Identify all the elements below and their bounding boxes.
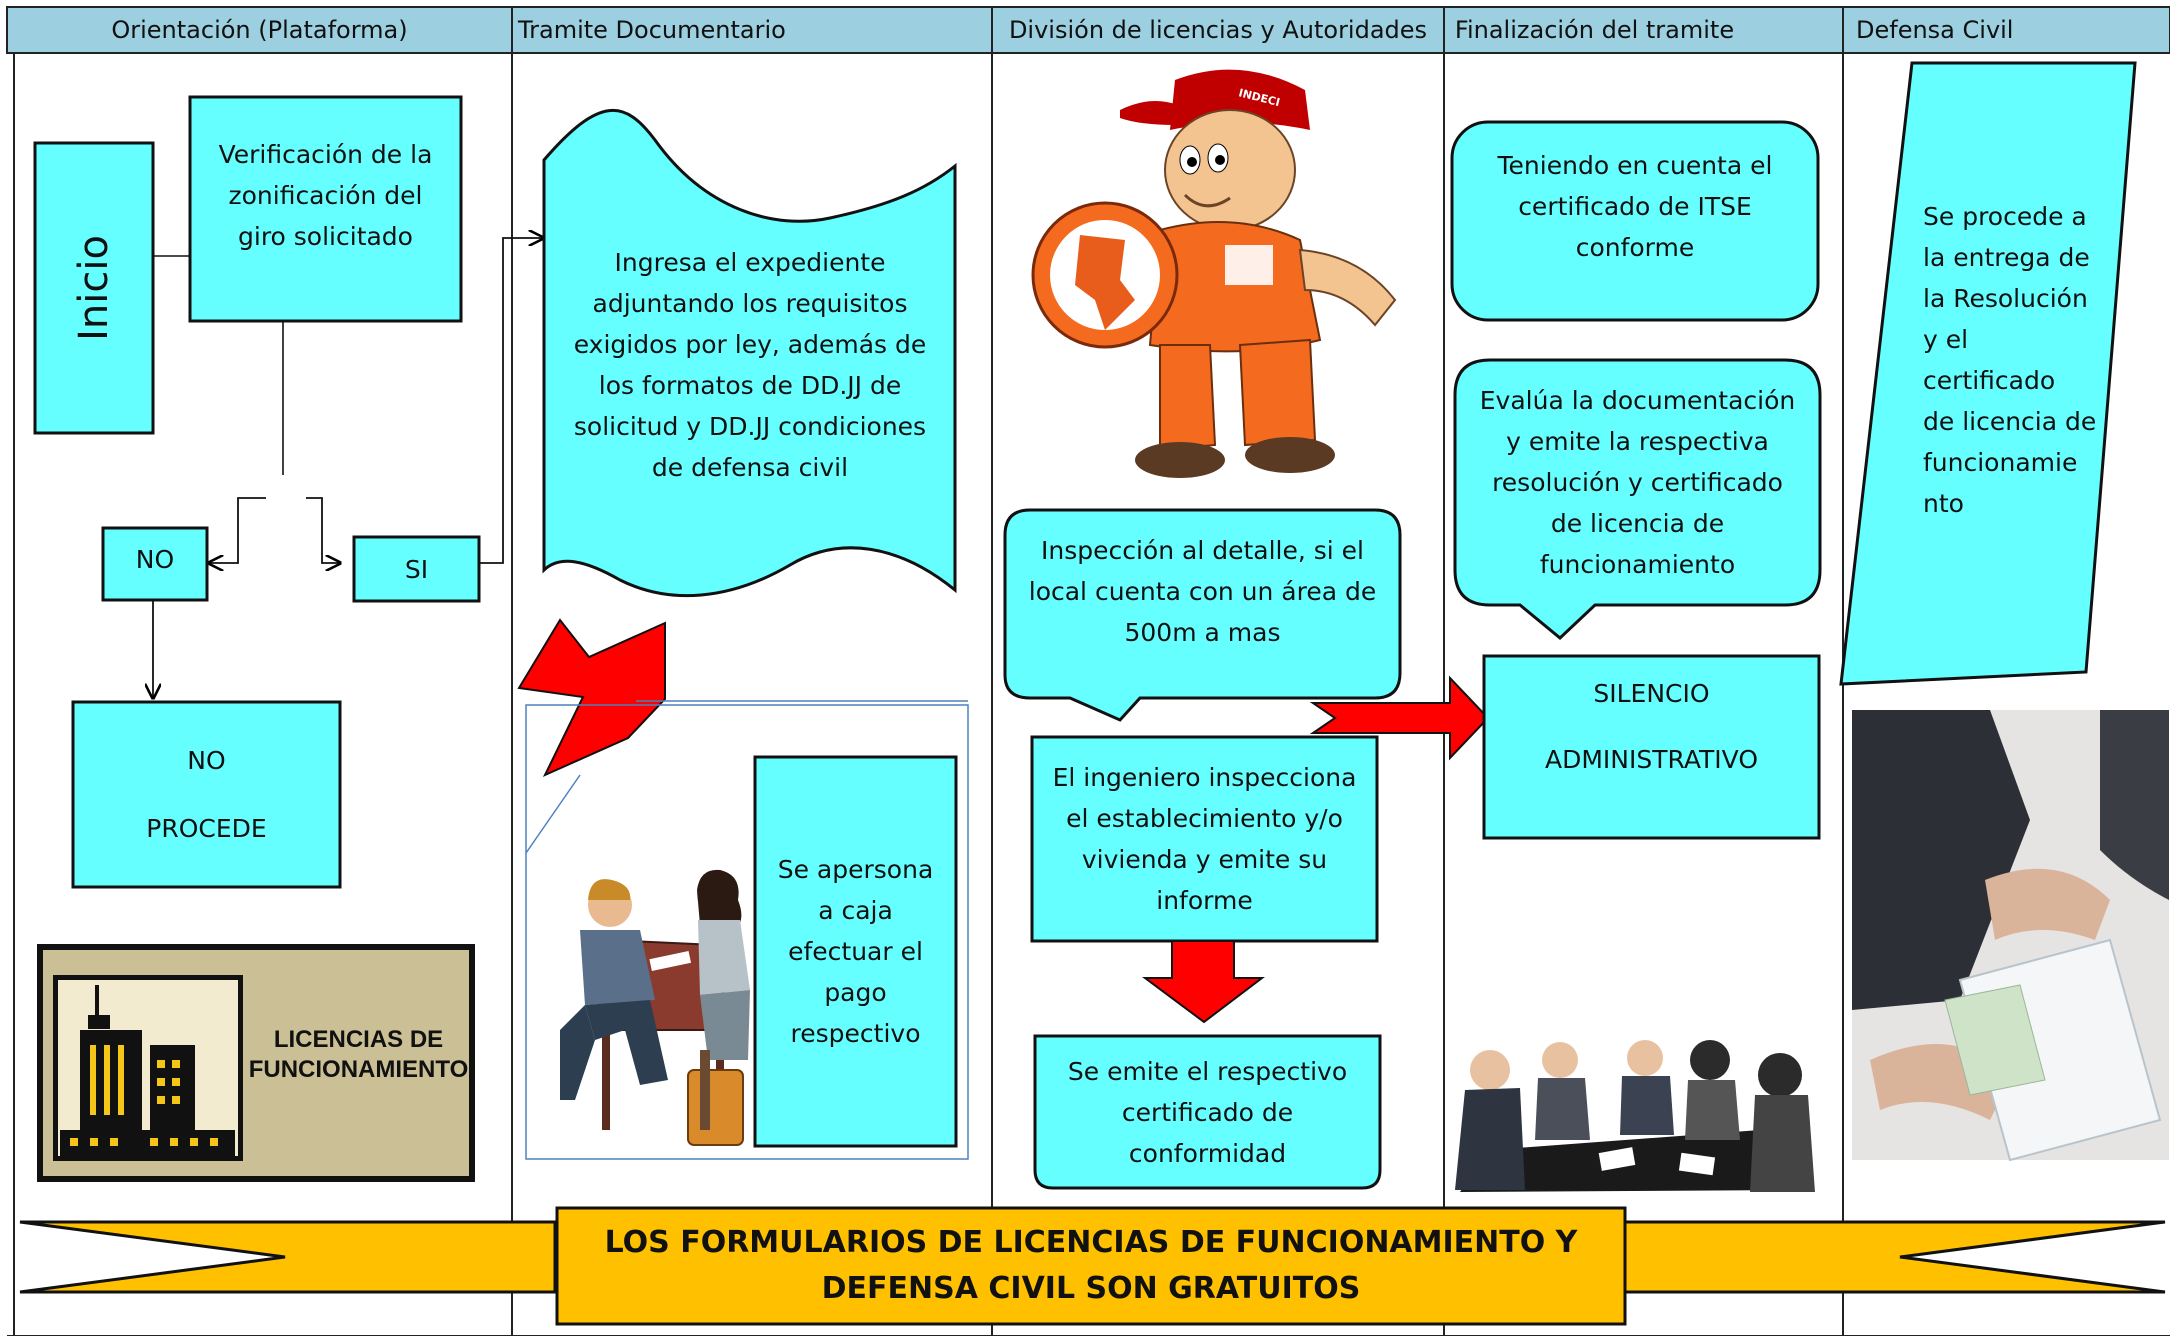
lane-title-orientacion: Orientación (Plataforma) <box>111 16 408 44</box>
lane-title-defensa: Defensa Civil <box>1856 16 2014 44</box>
handshake-photo <box>1852 710 2169 1162</box>
banner-ribbon <box>19 1206 2166 1326</box>
red-arrow-diagonal <box>517 618 666 778</box>
inicio-label: Inicio <box>71 235 117 341</box>
silencio-text: SILENCIO ADMINISTRATIVO <box>1544 678 1758 774</box>
banner-text: LOS FORMULARIOS DE LICENCIAS DE FUNCIONA… <box>604 1225 1578 1306</box>
lane-title-division: División de licencias y Autoridades <box>1008 16 1428 44</box>
arrow-si-to-ingresa <box>479 238 543 564</box>
verificacion-box <box>188 95 463 323</box>
no-procede-text: NO PROCEDE <box>146 745 267 843</box>
red-arrow-down <box>1141 940 1265 1024</box>
licencias-logo <box>37 944 475 1182</box>
no-procede-box <box>71 700 342 889</box>
caja-box <box>753 755 958 1148</box>
ingeniero-box <box>1030 735 1379 943</box>
licencias-logo-text: LICENCIAS DE FUNCIONAMIENTO <box>248 1026 469 1083</box>
lane-dividers <box>7 53 2170 1336</box>
lane-title-finalizacion: Finalización del tramite <box>1454 16 1735 44</box>
caja-frame <box>525 704 969 1160</box>
si-label: SI <box>404 554 429 584</box>
inicio-box <box>33 141 155 435</box>
red-arrow-right <box>1309 675 1490 761</box>
meeting-illustration <box>1453 1040 1821 1193</box>
lane-headers <box>6 6 2170 54</box>
evalua-callout <box>1453 358 1822 640</box>
ingresa-box <box>542 108 957 598</box>
certificado-box <box>1033 1034 1382 1190</box>
itse-box <box>1450 120 1820 322</box>
entrega-box <box>1839 61 2137 686</box>
silencio-box <box>1482 654 1821 840</box>
inspeccion-text: Inspección al detalle, si el local cuent… <box>1028 535 1377 647</box>
certificado-text: Se emite el respectivo certificado de co… <box>1067 1056 1348 1168</box>
evalua-text: Evalúa la documentación y emite la respe… <box>1479 386 1796 579</box>
si-box <box>352 535 481 603</box>
verificacion-text: Verificación de la zonificación del giro… <box>218 139 433 251</box>
caja-text: Se apersona a caja efectuar el pago resp… <box>777 855 934 1048</box>
itse-text: Teniendo en cuenta el certificado de ITS… <box>1497 150 1773 262</box>
lane-title-tramite: Tramite Documentario <box>518 16 786 44</box>
inspeccion-callout <box>1003 508 1402 722</box>
mascot-illustration <box>1031 69 1397 478</box>
arrow-to-si <box>306 497 340 563</box>
entrega-text: Se procede a la entrega de la Resolución… <box>1923 202 2097 518</box>
no-box <box>101 526 209 602</box>
arrow-to-no <box>209 497 266 563</box>
no-label: NO <box>135 544 175 574</box>
ingeniero-text: El ingeniero inspecciona el establecimie… <box>1052 763 1357 915</box>
ingresa-text: Ingresa el expediente adjuntando los req… <box>573 248 927 482</box>
clerk-illustration <box>560 869 750 1146</box>
